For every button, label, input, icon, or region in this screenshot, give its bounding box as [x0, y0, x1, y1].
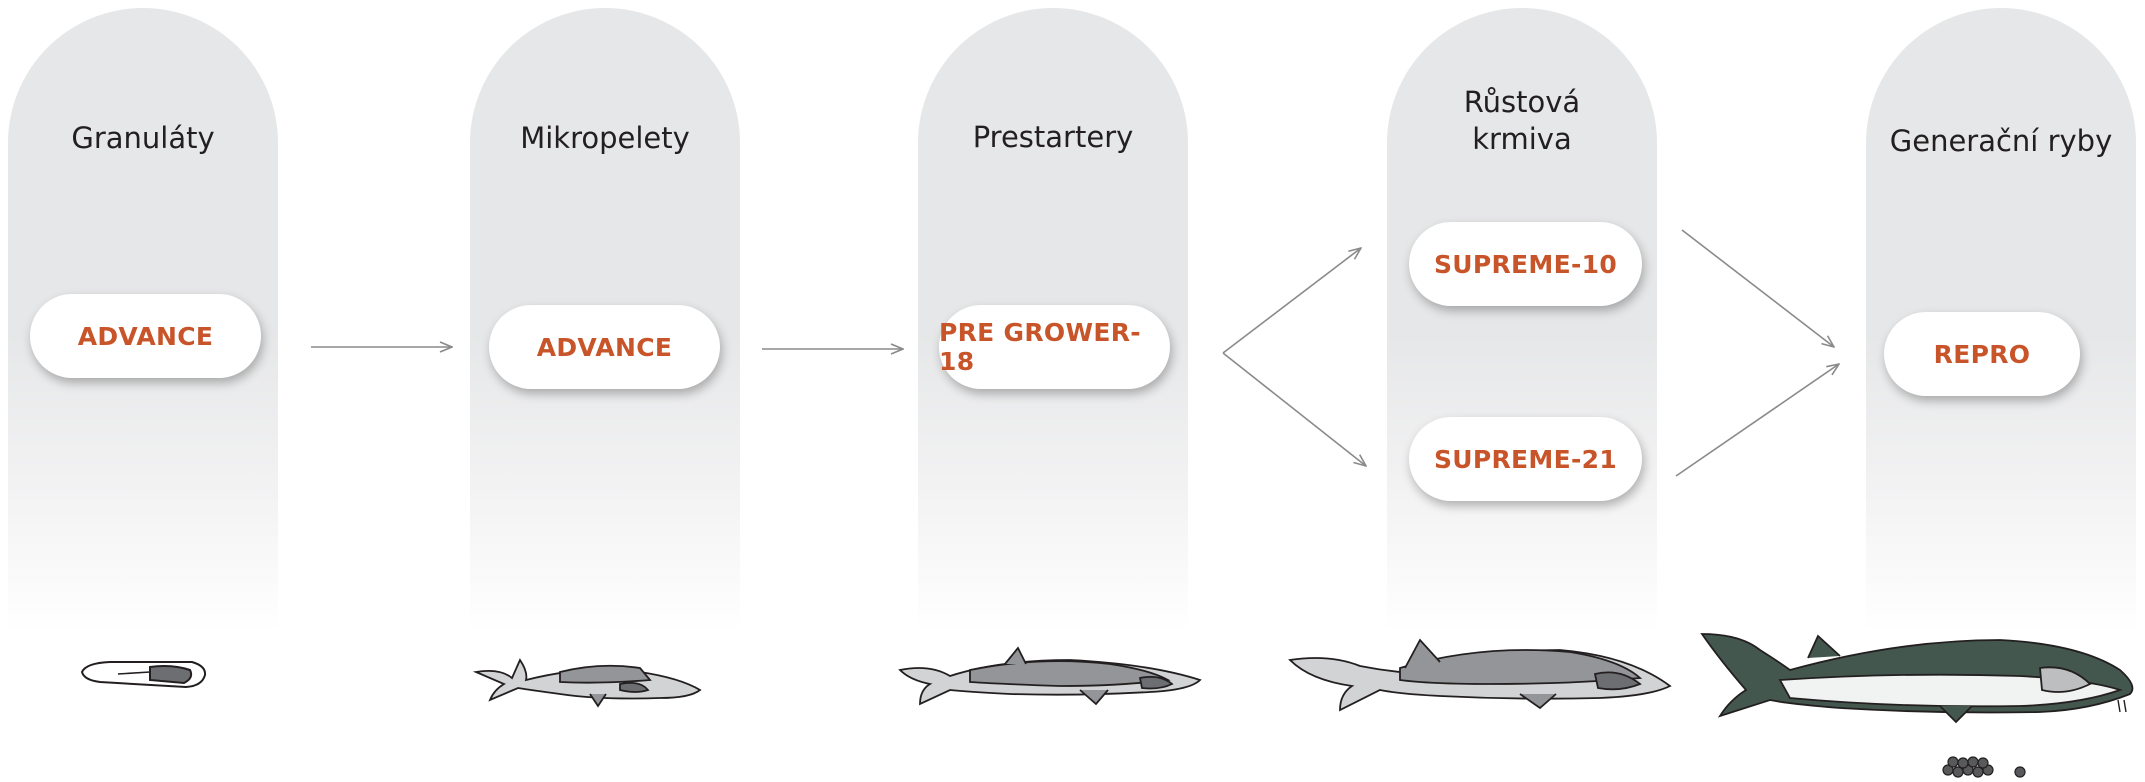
product-label: REPRO [1933, 339, 2031, 369]
product-pill-supreme-10: SUPREME-10 [1409, 222, 1642, 306]
arrow-4-to-5-lower [1675, 364, 1839, 477]
larva-icon [80, 661, 207, 689]
product-pill-advance-2: ADVANCE [489, 305, 720, 389]
eggs-icon [1942, 756, 2026, 778]
stage-title: Generační ryby [1889, 124, 2113, 158]
stage-title: Mikropelety [520, 121, 690, 155]
product-label: PRE GROWER-18 [939, 318, 1141, 376]
juvenile-sturgeon-icon [898, 646, 1202, 706]
stage-title: Růstová krmiva [1463, 85, 1581, 156]
fry-sturgeon-icon [472, 658, 702, 708]
product-label: ADVANCE [536, 332, 673, 362]
arrow-4-to-5-upper [1681, 229, 1834, 347]
product-pill-pre-grower-18: PRE GROWER-18 [939, 305, 1170, 389]
stage-column-rustova-krmiva: Růstová krmiva [1387, 8, 1657, 633]
arrow-3-to-4-lower [1222, 352, 1366, 466]
grower-sturgeon-icon [1288, 638, 1672, 712]
stage-title: Prestartery [972, 120, 1134, 154]
product-pill-repro: REPRO [1884, 312, 2080, 396]
arrow-3-to-4-upper [1222, 248, 1361, 354]
product-pill-supreme-21: SUPREME-21 [1409, 417, 1642, 501]
product-label: ADVANCE [77, 321, 214, 351]
stage-title: Granuláty [71, 121, 215, 155]
broodstock-sturgeon-icon [1700, 633, 2134, 724]
product-pill-advance-1: ADVANCE [30, 294, 261, 378]
flow-arrows [311, 229, 1839, 477]
product-label: SUPREME-21 [1433, 444, 1618, 474]
product-label: SUPREME-10 [1433, 249, 1618, 279]
